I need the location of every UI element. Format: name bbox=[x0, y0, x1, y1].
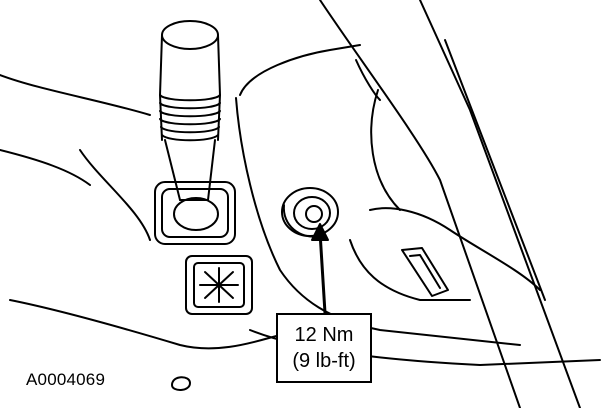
dash-inner-curve bbox=[370, 89, 401, 211]
torque-callout-box: 12 Nm (9 lb-ft) bbox=[276, 313, 372, 383]
small-clip bbox=[171, 376, 191, 391]
leader-arrowhead bbox=[311, 223, 329, 241]
leader-arrow-icon bbox=[318, 230, 327, 315]
switch-button-icon bbox=[185, 255, 253, 315]
trim-slot bbox=[401, 247, 449, 297]
trim-slot-inner bbox=[409, 254, 441, 289]
trim-panel-lower bbox=[349, 239, 471, 301]
trim-panel bbox=[369, 207, 541, 291]
torque-imperial-label: (9 lb-ft) bbox=[292, 350, 356, 372]
dash-panel-edge bbox=[235, 97, 521, 346]
left-floor-curve bbox=[0, 149, 91, 186]
gear-shift-lever-icon bbox=[159, 20, 221, 201]
shift-boot-bezel bbox=[154, 181, 236, 245]
dash-panel-outline bbox=[239, 44, 361, 96]
steering-column-outline bbox=[319, 0, 521, 408]
console-base bbox=[9, 299, 281, 350]
steering-column-edge bbox=[419, 0, 581, 408]
mounting-bolt-icon bbox=[281, 187, 339, 238]
figure-id-label: A0004069 bbox=[26, 370, 106, 389]
console-lower-curve bbox=[79, 149, 151, 241]
console-curve bbox=[0, 74, 151, 116]
torque-metric-label: 12 Nm bbox=[294, 324, 354, 346]
steering-column-inner-edge bbox=[444, 39, 546, 301]
dash-trim-top bbox=[355, 59, 381, 101]
